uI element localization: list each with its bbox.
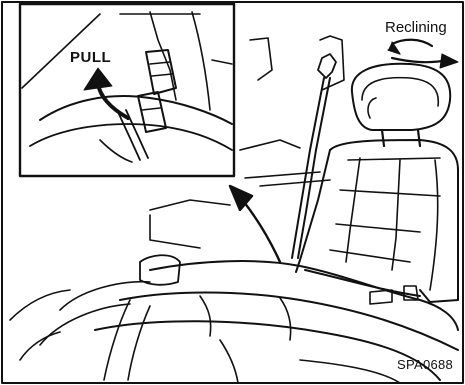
- pull-label: PULL: [70, 50, 111, 65]
- main-up-arrow: [230, 186, 280, 262]
- latch-inset: [20, 4, 234, 176]
- inset-border: [20, 4, 234, 176]
- figure-code: SPA0688: [397, 358, 453, 371]
- reclining-label: Reclining: [385, 20, 447, 35]
